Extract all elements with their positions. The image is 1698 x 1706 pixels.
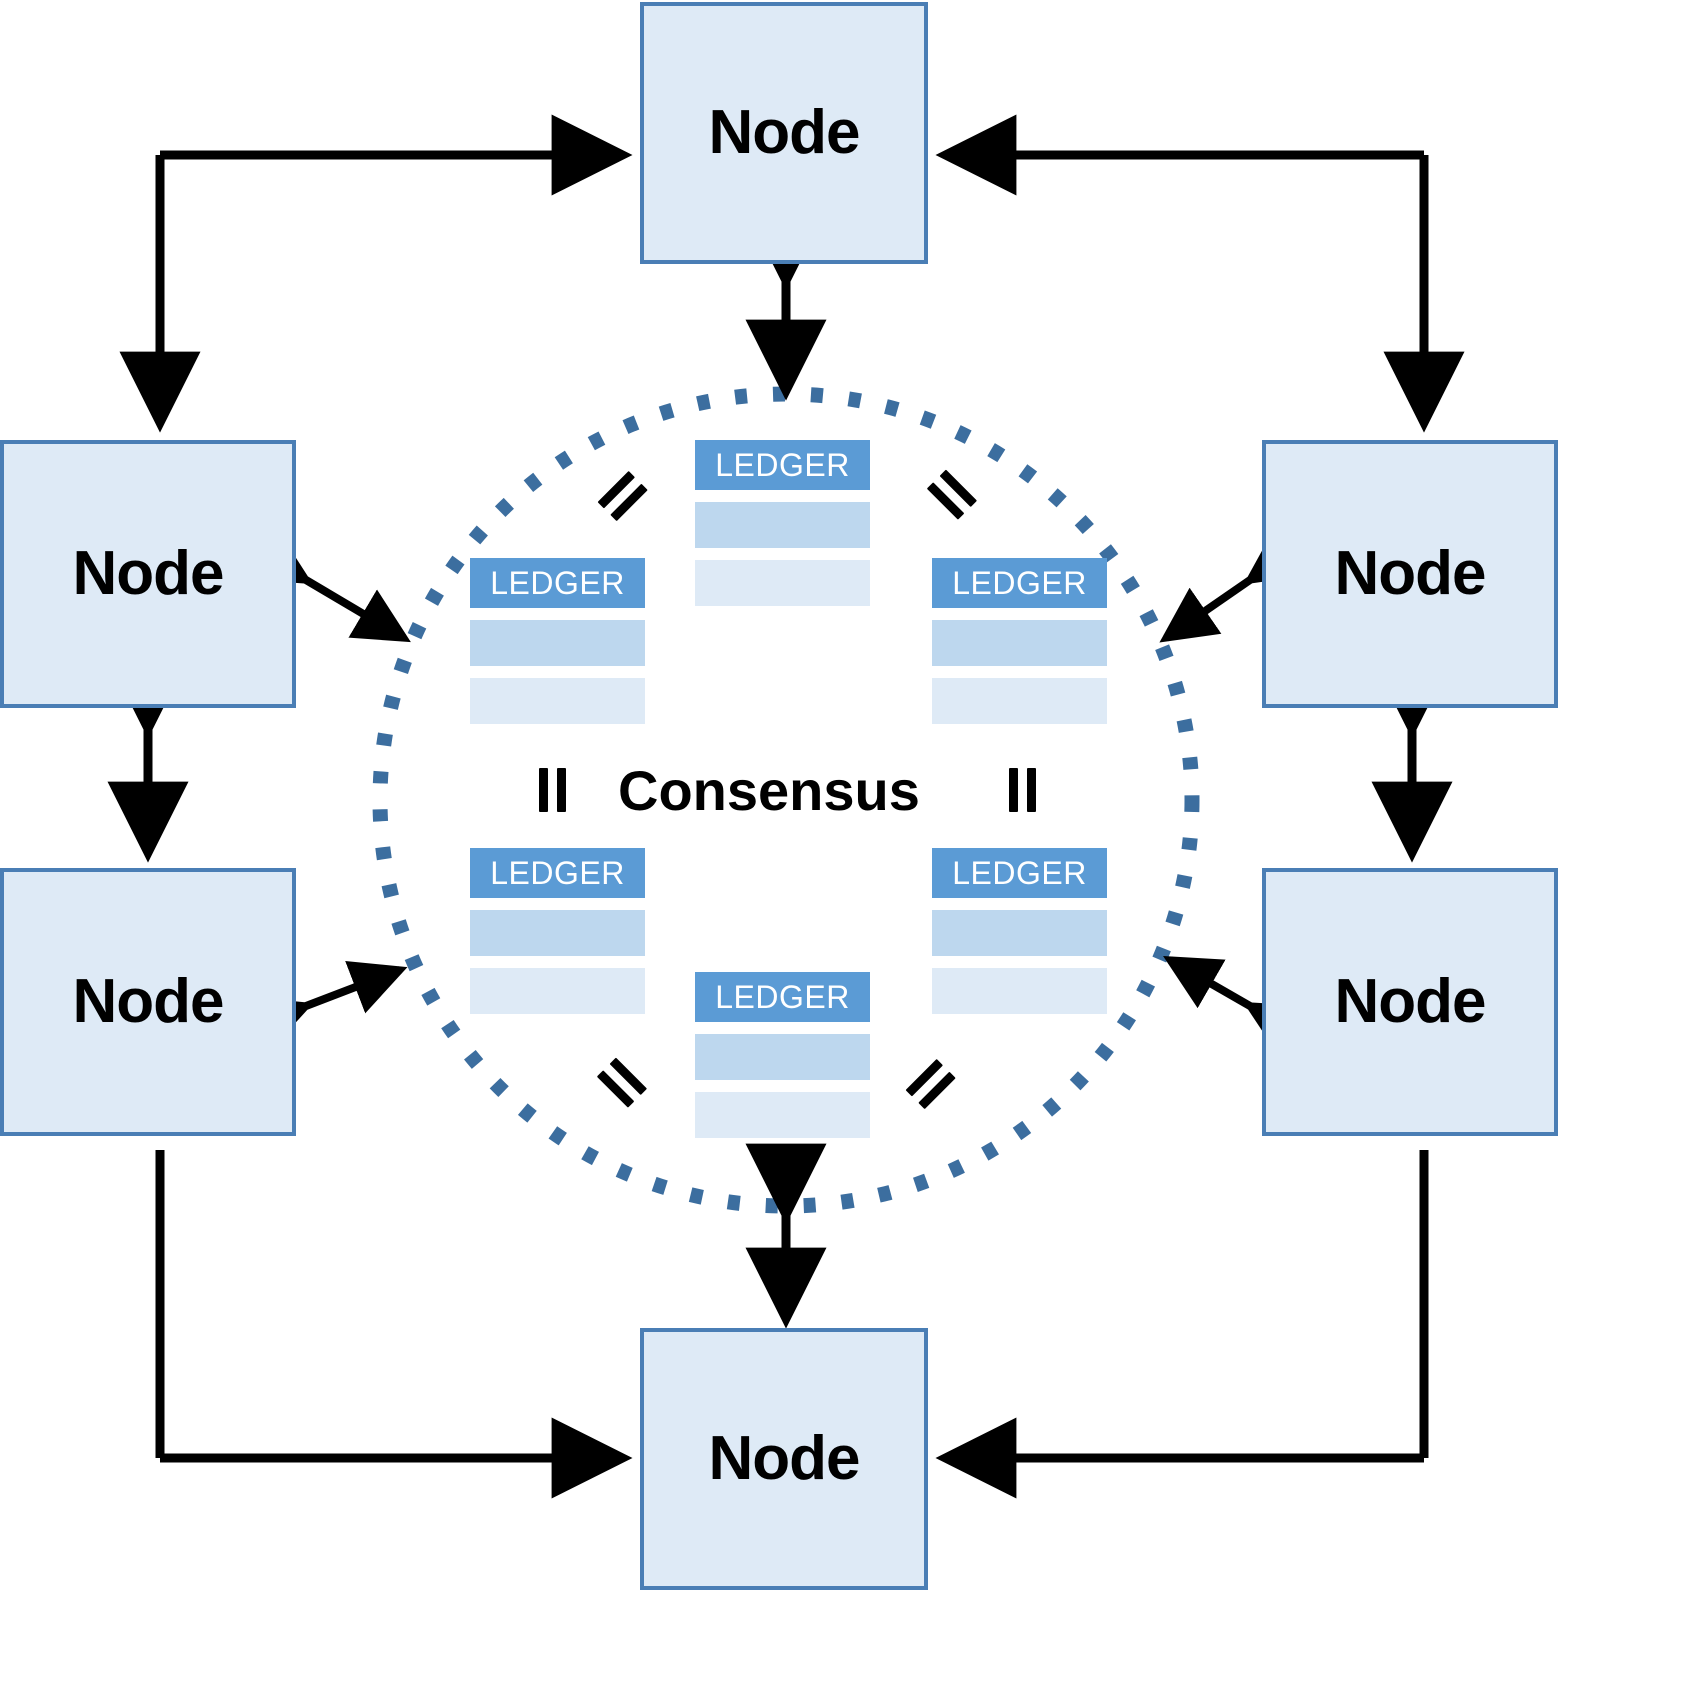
node-label: Node	[1334, 967, 1487, 1036]
node-label: Node	[1334, 539, 1487, 608]
ledger-row	[695, 502, 870, 548]
ledger-row	[932, 620, 1107, 666]
ledger-row	[470, 968, 645, 1014]
ledger-header: LEDGER	[695, 972, 870, 1022]
node-bottom[interactable]: Node	[640, 1328, 928, 1590]
ledger-upper-right[interactable]: LEDGER	[932, 558, 1107, 724]
ledger-row	[695, 1034, 870, 1080]
ledger-row	[932, 968, 1107, 1014]
node-right-lower[interactable]: Node	[1262, 868, 1558, 1136]
ledger-header: LEDGER	[932, 848, 1107, 898]
ledger-header: LEDGER	[695, 440, 870, 490]
ledger-lower-right[interactable]: LEDGER	[932, 848, 1107, 1014]
equals-icon-top-right	[920, 462, 985, 527]
ledger-top[interactable]: LEDGER	[695, 440, 870, 606]
node-label: Node	[708, 98, 861, 167]
ledger-bottom[interactable]: LEDGER	[695, 972, 870, 1138]
ledger-row	[932, 910, 1107, 956]
ledger-row	[695, 560, 870, 606]
ledger-row	[695, 1092, 870, 1138]
node-label: Node	[72, 539, 225, 608]
equals-icon-mid-right	[1000, 768, 1046, 814]
ledger-row	[470, 620, 645, 666]
ledger-row	[470, 678, 645, 724]
node-label: Node	[708, 1424, 861, 1493]
node-top[interactable]: Node	[640, 2, 928, 264]
equals-icon-top-left	[590, 462, 655, 527]
node-left-upper[interactable]: Node	[0, 440, 296, 708]
ledger-header: LEDGER	[470, 558, 645, 608]
ledger-row	[932, 678, 1107, 724]
equals-icon-mid-left	[530, 768, 576, 814]
consensus-label: Consensus	[618, 759, 920, 822]
ledger-row	[470, 910, 645, 956]
ledger-header: LEDGER	[932, 558, 1107, 608]
equals-icon-bottom-right	[898, 1050, 963, 1115]
node-left-lower[interactable]: Node	[0, 868, 296, 1136]
equals-icon-bottom-left	[590, 1050, 655, 1115]
node-right-upper[interactable]: Node	[1262, 440, 1558, 708]
ledger-lower-left[interactable]: LEDGER	[470, 848, 645, 1014]
node-label: Node	[72, 967, 225, 1036]
ledger-upper-left[interactable]: LEDGER	[470, 558, 645, 724]
ledger-header: LEDGER	[470, 848, 645, 898]
